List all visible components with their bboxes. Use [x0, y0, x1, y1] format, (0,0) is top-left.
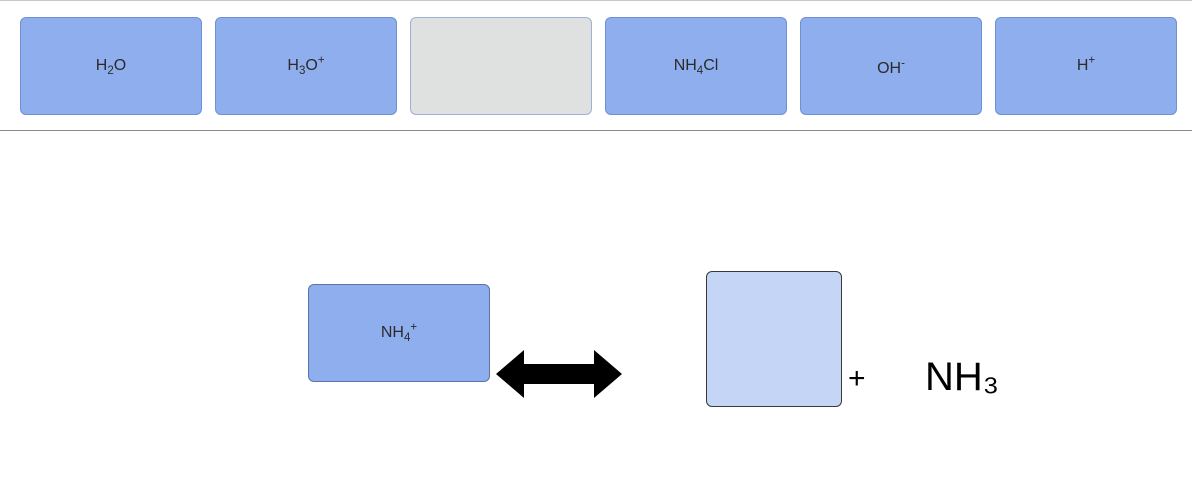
reactant-tile-nh4-plus[interactable]: NH4+: [308, 284, 490, 382]
reactant-label: NH4+: [380, 321, 418, 345]
tile-label: H2O: [95, 57, 127, 78]
product-nh3: NH₃: [925, 355, 1000, 399]
tile-label: OH-: [877, 57, 905, 77]
drop-target[interactable]: [706, 271, 842, 407]
tile-h3o-plus[interactable]: H3O+: [215, 17, 397, 115]
double-arrow-icon: [496, 350, 622, 398]
tile-label: NH4Cl: [673, 57, 719, 78]
answer-bank: H2O H3O+ NH4Cl OH- H+: [0, 0, 1192, 131]
tile-label: H3O+: [287, 54, 325, 78]
tile-label: H+: [1076, 54, 1096, 74]
tile-h2o[interactable]: H2O: [20, 17, 202, 115]
tile-nh4cl[interactable]: NH4Cl: [605, 17, 787, 115]
tile-oh-minus[interactable]: OH-: [800, 17, 982, 115]
empty-tile-slot: [410, 17, 592, 115]
tile-h-plus[interactable]: H+: [995, 17, 1177, 115]
plus-sign: +: [848, 362, 866, 395]
